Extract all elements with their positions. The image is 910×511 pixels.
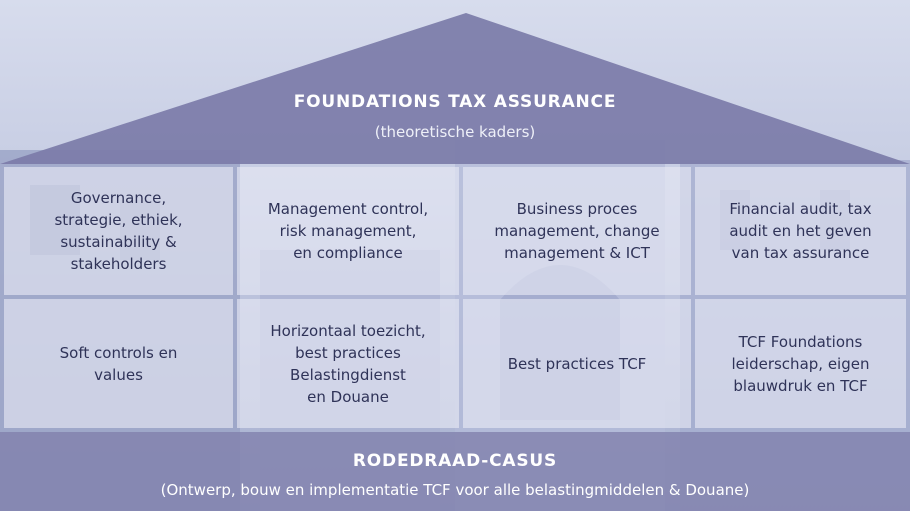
pillar-cell-text: Management control, risk management, en … xyxy=(267,200,429,262)
pillar-cell-business-proces: Business proces management, change manag… xyxy=(463,167,691,295)
pillar-cell-text: Horizontaal toezicht, best practices Bel… xyxy=(270,321,426,406)
foundation-subtitle: (Ontwerp, bouw en implementatie TCF voor… xyxy=(160,481,750,499)
pillar-cell-text: Governance, strategie, ethiek, sustainab… xyxy=(54,189,183,273)
foundation-band xyxy=(0,432,910,511)
pillar-cell-financial-audit: Financial audit, tax audit en het geven … xyxy=(695,167,906,295)
pillar-cell-text: Financial audit, tax audit en het geven … xyxy=(729,200,872,262)
pillar-cell-management-control: Management control, risk management, en … xyxy=(237,167,459,295)
pillar-cell-text: Best practices TCF xyxy=(507,354,647,373)
pillar-cell-text: Business proces management, change manag… xyxy=(494,200,660,262)
pillar-cell-horizontaal-toezicht: Horizontaal toezicht, best practices Bel… xyxy=(237,299,459,428)
pillar-cell-best-practices-tcf: Best practices TCF xyxy=(463,299,691,428)
pillar-cell-governance: Governance, strategie, ethiek, sustainab… xyxy=(4,167,233,295)
pillar-cell-text: TCF Foundations leiderschap, eigen blauw… xyxy=(731,332,870,395)
roof-title: FOUNDATIONS TAX ASSURANCE xyxy=(293,92,617,112)
pillar-cell-text: Soft controls en values xyxy=(59,343,178,384)
roof-subtitle: (theoretische kaders) xyxy=(374,123,536,141)
foundation-title: RODEDRAAD-CASUS xyxy=(352,451,558,471)
roof-shape xyxy=(0,13,910,164)
pillar-cell-tcf-foundations: TCF Foundations leiderschap, eigen blauw… xyxy=(695,299,906,428)
pillar-cell-soft-controls: Soft controls en values xyxy=(4,299,233,428)
